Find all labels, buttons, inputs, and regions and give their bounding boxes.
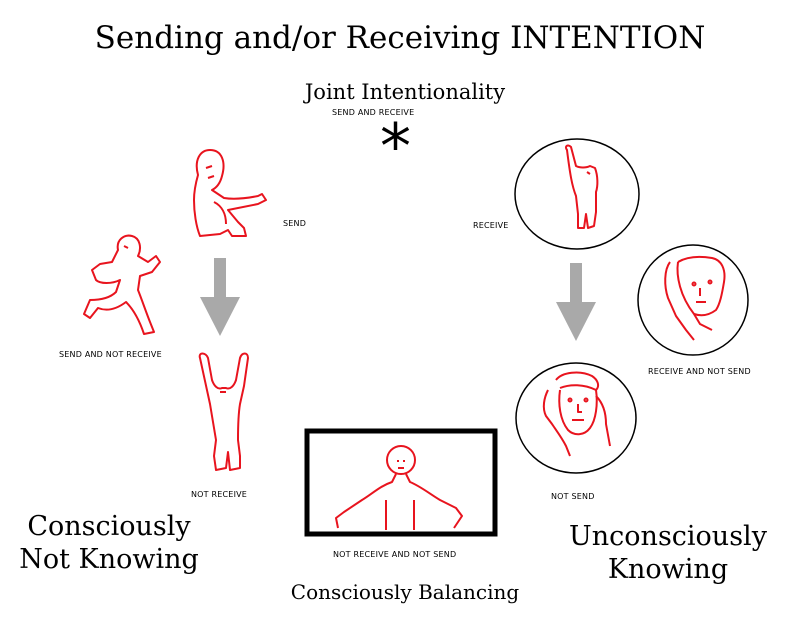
outcome-consciously-not-knowing: Consciously Not Knowing [0, 510, 218, 576]
waving-figure [564, 144, 599, 229]
not-send-circle [515, 362, 637, 474]
joint-intentionality-heading: Joint Intentionality [304, 80, 506, 104]
receive-circle [514, 138, 640, 250]
label-send: SEND [283, 219, 307, 228]
label-receive: RECEIVE [473, 221, 509, 230]
balancing-box [304, 428, 498, 537]
label-send-and-receive: SEND AND RECEIVE [332, 108, 415, 117]
outcome-left-line2: Not Knowing [19, 544, 199, 575]
outcome-right-line2: Knowing [607, 554, 729, 585]
label-send-and-not-receive: SEND AND NOT RECEIVE [59, 350, 162, 359]
open-arms-figure [335, 445, 463, 530]
arms-raised-figure [198, 352, 249, 471]
label-receive-and-not-send: RECEIVE AND NOT SEND [648, 367, 751, 376]
label-not-receive: NOT RECEIVE [191, 490, 248, 499]
running-figure [83, 234, 161, 335]
outcome-consciously-balancing: Consciously Balancing [290, 580, 520, 604]
outcome-unconsciously-knowing: Unconsciously Knowing [558, 520, 778, 586]
outcome-left-line1: Consciously [27, 511, 191, 542]
asterisk-icon: * [380, 110, 411, 183]
outcome-right-line1: Unconsciously [569, 521, 767, 552]
receive-not-send-circle [637, 244, 749, 356]
hand-on-forehead-figure [542, 371, 611, 457]
arrow-down-right-icon [556, 263, 596, 341]
diagram-title: Sending and/or Receiving INTENTION [94, 20, 706, 56]
label-not-receive-and-not-send: NOT RECEIVE AND NOT SEND [333, 550, 457, 559]
sitting-pointing-figure [193, 149, 267, 237]
label-not-send: NOT SEND [551, 492, 595, 501]
hand-on-cheek-figure [664, 255, 726, 341]
arrow-down-left-icon [200, 258, 240, 336]
